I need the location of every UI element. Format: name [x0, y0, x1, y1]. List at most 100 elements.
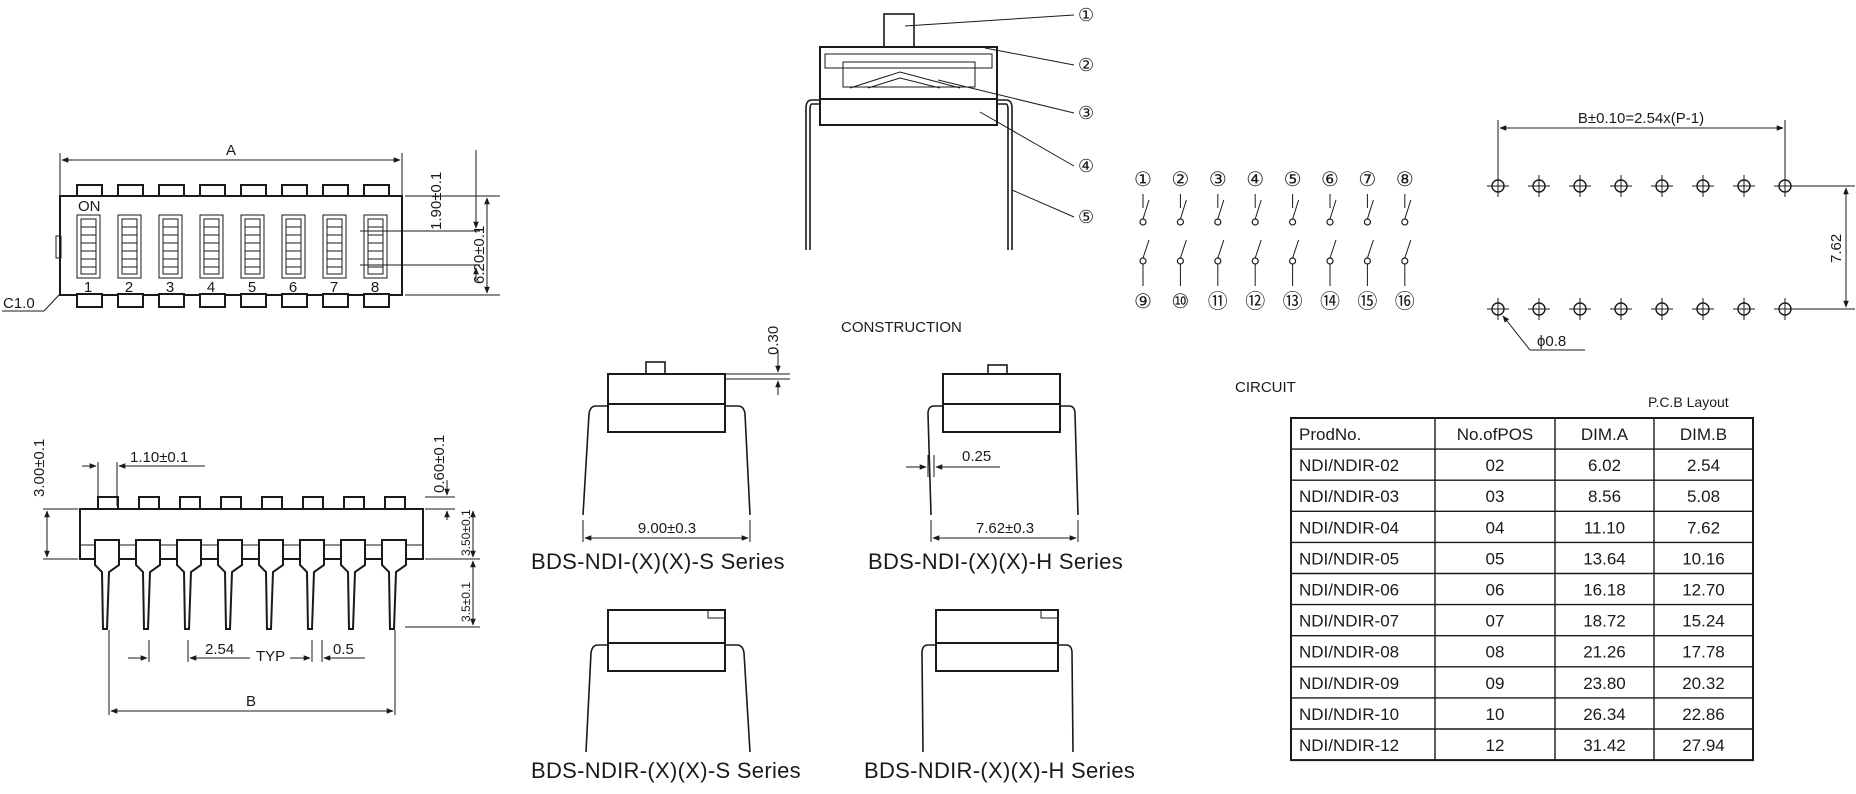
pcb-hole	[1528, 298, 1550, 320]
bottom-lead	[76, 293, 103, 308]
circuit-pin-top: ⑦	[1358, 169, 1376, 191]
table-cell: 11.10	[1584, 518, 1625, 537]
table-cell: 12.70	[1682, 581, 1725, 600]
pin-lead	[176, 539, 202, 630]
circuit-switch	[1139, 194, 1150, 286]
circuit-switch	[1326, 194, 1337, 286]
dim-b-label: B	[246, 693, 256, 710]
dim-lead-length-label: 3.5±0.1	[459, 582, 473, 622]
switch-actuator	[240, 214, 265, 279]
table-cell: NDI/NDIR-08	[1299, 643, 1399, 662]
table-cell: NDI/NDIR-02	[1299, 456, 1399, 475]
circuit-pin-bottom: ⑯	[1395, 290, 1415, 313]
circuit-pin-top: ⑥	[1321, 169, 1339, 191]
actuator-bump	[138, 496, 160, 510]
table-cell: NDI/NDIR-04	[1299, 518, 1399, 537]
position-number: 1	[84, 279, 92, 296]
s-series-view: 0.30 9.00±0.3 BDS-NDI-(X)(X)-S Series	[531, 326, 790, 574]
circuit-pin-bottom: ⑭	[1320, 290, 1340, 313]
actuator-bump	[343, 496, 365, 510]
table-cell: 23.80	[1583, 674, 1626, 693]
table-cell: 09	[1486, 674, 1505, 693]
construction-callout: ②	[1078, 55, 1094, 75]
dim-pitch-label: 2.54	[205, 641, 234, 658]
pcb-hole	[1692, 298, 1714, 320]
position-number: 6	[289, 279, 297, 296]
circuit-caption: CIRCUIT	[1235, 379, 1296, 396]
dim-typ-label: TYP	[256, 648, 285, 665]
position-number: 2	[125, 279, 133, 296]
pcb-hole	[1692, 175, 1714, 197]
table-header-cell: ProdNo.	[1299, 425, 1361, 444]
switch-actuator	[158, 214, 183, 279]
construction-callout: ③	[1078, 103, 1094, 123]
actuator-bump	[302, 496, 324, 510]
circuit-pin-top: ④	[1246, 169, 1264, 191]
actuator-bump	[261, 496, 283, 510]
circuit-pin-bottom: ⑮	[1357, 290, 1377, 313]
position-number: 8	[371, 279, 379, 296]
table-cell: 12	[1486, 736, 1505, 755]
table-cell: 5.08	[1687, 487, 1720, 506]
table-cell: NDI/NDIR-03	[1299, 487, 1399, 506]
bottom-lead	[240, 293, 267, 308]
pin-lead	[340, 539, 366, 630]
circuit-switch	[1214, 194, 1225, 286]
table-cell: 06	[1486, 581, 1505, 600]
circuit-switch	[1401, 194, 1412, 286]
table-cell: 17.78	[1682, 643, 1725, 662]
pcb-hole	[1610, 298, 1632, 320]
table-cell: NDI/NDIR-05	[1299, 549, 1399, 568]
dim-side-top-label: 0.60±0.1	[431, 435, 448, 493]
table-header-cell: DIM.B	[1680, 425, 1727, 444]
table-cell: 10.16	[1682, 549, 1725, 568]
switch-actuator	[199, 214, 224, 279]
dim-row-spacing-label: 7.62	[1828, 234, 1845, 263]
switch-actuator	[117, 214, 142, 279]
rh-series-label: BDS-NDIR-(X)(X)-H Series	[864, 758, 1135, 783]
actuator-bump	[97, 496, 119, 510]
circuit-pin-top: ①	[1134, 169, 1152, 191]
circuit-pin-bottom: ⑪	[1208, 290, 1228, 313]
position-number: 4	[207, 279, 215, 296]
circuit-pin-top: ⑤	[1284, 169, 1302, 191]
construction-callout: ⑤	[1078, 207, 1094, 227]
bottom-lead	[158, 293, 185, 308]
pcb-hole	[1774, 298, 1796, 320]
table-header-cell: DIM.A	[1581, 425, 1629, 444]
table-cell: NDI/NDIR-09	[1299, 674, 1399, 693]
side-view: 3.00±0.1 1.10±0.1 0.60±0.1 3.50±0.1 3.5±…	[31, 435, 480, 715]
dim-side-body-label: 3.50±0.1	[459, 509, 473, 556]
table-cell: 07	[1486, 612, 1505, 631]
pin-lead	[217, 539, 243, 630]
table-cell: 27.94	[1682, 736, 1725, 755]
pcb-hole	[1651, 175, 1673, 197]
table-cell: 6.02	[1588, 456, 1621, 475]
dim-chamfer-label: C1.0	[3, 295, 35, 312]
dim-pcb-b-label: B±0.10=2.54x(P-1)	[1578, 110, 1704, 127]
circuit-pin-top: ⑧	[1396, 169, 1414, 191]
dim-height-top-label: 1.90±0.1	[428, 172, 445, 230]
construction-caption: CONSTRUCTION	[841, 319, 962, 336]
circuit-pin-bottom: ⑬	[1283, 290, 1303, 313]
table-cell: 20.32	[1682, 674, 1725, 693]
construction-callout: ④	[1078, 156, 1094, 176]
switch-actuator	[363, 214, 388, 279]
table-cell: 7.62	[1687, 518, 1720, 537]
pin-lead	[135, 539, 161, 630]
table-cell: NDI/NDIR-10	[1299, 705, 1399, 724]
pcb-hole	[1733, 298, 1755, 320]
pin-lead	[381, 539, 407, 630]
pcb-layout-view: B±0.10=2.54x(P-1) 7.62 ϕ0.8 P.C.B Layout	[1487, 110, 1855, 410]
table-cell: 16.18	[1583, 581, 1626, 600]
pcb-hole	[1569, 175, 1591, 197]
dim-side-height-label: 3.00±0.1	[31, 439, 48, 497]
